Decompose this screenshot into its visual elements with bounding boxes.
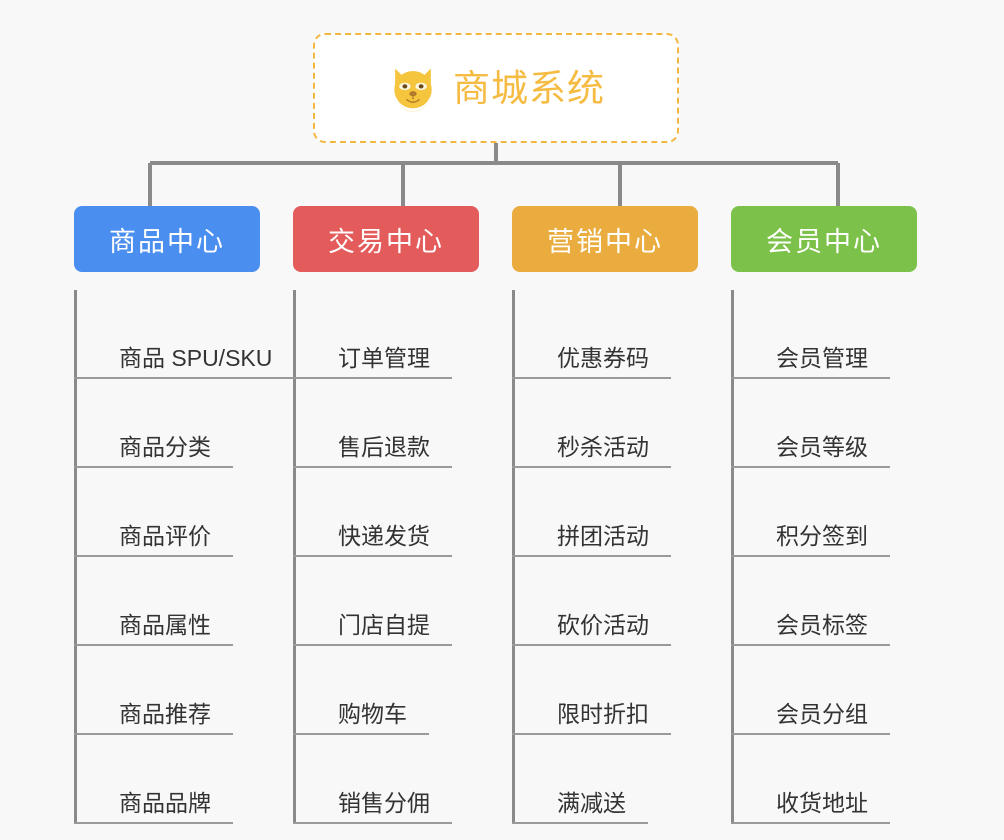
leaf-label: 积分签到 bbox=[776, 523, 868, 549]
branch-column-3: 营销中心 优惠券码 秒杀活动 拼团活动 砍价活动 限时折扣 bbox=[495, 206, 715, 824]
leaf-label: 订单管理 bbox=[338, 345, 430, 371]
leaf-item[interactable]: 拼团活动 bbox=[512, 468, 715, 557]
leaf-label: 销售分佣 bbox=[338, 790, 430, 816]
leaf-label: 秒杀活动 bbox=[557, 434, 649, 460]
category-header-4-label: 会员中心 bbox=[766, 226, 882, 257]
leaf-item[interactable]: 会员管理 bbox=[731, 290, 934, 379]
leaf-item[interactable]: 商品属性 bbox=[74, 557, 277, 646]
leaf-label: 商品品牌 bbox=[119, 790, 211, 816]
leaf-item[interactable]: 限时折扣 bbox=[512, 646, 715, 735]
root-node[interactable]: 商城系统 bbox=[313, 33, 679, 143]
leaf-item[interactable]: 购物车 bbox=[293, 646, 496, 735]
leaf-label: 售后退款 bbox=[338, 434, 430, 460]
leaf-list-4: 会员管理 会员等级 积分签到 会员标签 会员分组 收货地址 bbox=[731, 290, 934, 824]
leaf-label: 商品分类 bbox=[119, 434, 211, 460]
leaf-underline bbox=[731, 733, 890, 735]
category-header-3[interactable]: 营销中心 bbox=[512, 206, 698, 272]
leaf-label: 拼团活动 bbox=[557, 523, 649, 549]
leaf-underline bbox=[512, 466, 671, 468]
leaf-label: 限时折扣 bbox=[557, 701, 649, 727]
leaf-underline bbox=[74, 466, 233, 468]
leaf-item[interactable]: 积分签到 bbox=[731, 468, 934, 557]
branch-column-1: 商品中心 商品 SPU/SKU 商品分类 商品评价 商品属性 商品推荐 bbox=[57, 206, 294, 824]
leaf-label: 收货地址 bbox=[776, 790, 868, 816]
leaf-item[interactable]: 砍价活动 bbox=[512, 557, 715, 646]
root-title: 商城系统 bbox=[453, 67, 605, 109]
leaf-label: 商品 SPU/SKU bbox=[119, 345, 273, 371]
leaf-label: 会员等级 bbox=[776, 434, 868, 460]
leaf-label: 会员管理 bbox=[776, 345, 868, 371]
leaf-label: 商品推荐 bbox=[119, 701, 211, 727]
leaf-item[interactable]: 优惠券码 bbox=[512, 290, 715, 379]
leaf-list-3: 优惠券码 秒杀活动 拼团活动 砍价活动 限时折扣 满减送 bbox=[512, 290, 715, 824]
leaf-underline bbox=[512, 733, 671, 735]
branch-trunk-1 bbox=[74, 290, 77, 824]
leaf-item[interactable]: 门店自提 bbox=[293, 557, 496, 646]
category-header-2-label: 交易中心 bbox=[328, 226, 444, 257]
leaf-item[interactable]: 秒杀活动 bbox=[512, 379, 715, 468]
leaf-underline bbox=[293, 822, 452, 824]
leaf-item[interactable]: 商品分类 bbox=[74, 379, 277, 468]
leaf-underline bbox=[74, 377, 294, 379]
leaf-underline bbox=[512, 555, 671, 557]
shiba-dog-face-icon bbox=[394, 68, 432, 113]
leaf-underline bbox=[731, 644, 890, 646]
category-header-1[interactable]: 商品中心 bbox=[74, 206, 260, 272]
leaf-label: 商品评价 bbox=[119, 523, 211, 549]
leaf-label: 会员分组 bbox=[776, 701, 868, 727]
leaf-item[interactable]: 会员等级 bbox=[731, 379, 934, 468]
leaf-list-1: 商品 SPU/SKU 商品分类 商品评价 商品属性 商品推荐 商品品牌 bbox=[74, 290, 294, 824]
leaf-item[interactable]: 快递发货 bbox=[293, 468, 496, 557]
category-header-3-label: 营销中心 bbox=[547, 226, 663, 257]
leaf-item[interactable]: 销售分佣 bbox=[293, 735, 496, 824]
leaf-underline bbox=[731, 555, 890, 557]
leaf-label: 商品属性 bbox=[119, 612, 211, 638]
leaf-underline bbox=[512, 644, 671, 646]
leaf-label: 门店自提 bbox=[338, 612, 430, 638]
leaf-underline bbox=[74, 644, 233, 646]
leaf-underline bbox=[74, 733, 233, 735]
leaf-underline bbox=[74, 555, 233, 557]
leaf-item[interactable]: 会员分组 bbox=[731, 646, 934, 735]
branch-column-2: 交易中心 订单管理 售后退款 快递发货 门店自提 购物车 bbox=[276, 206, 496, 824]
leaf-underline bbox=[293, 377, 452, 379]
category-header-2[interactable]: 交易中心 bbox=[293, 206, 479, 272]
leaf-label: 购物车 bbox=[338, 701, 407, 727]
leaf-item[interactable]: 会员标签 bbox=[731, 557, 934, 646]
leaf-underline bbox=[512, 377, 671, 379]
category-header-1-label: 商品中心 bbox=[109, 226, 225, 257]
leaf-label: 优惠券码 bbox=[557, 345, 649, 371]
leaf-item[interactable]: 收货地址 bbox=[731, 735, 934, 824]
leaf-underline bbox=[731, 822, 890, 824]
leaf-list-2: 订单管理 售后退款 快递发货 门店自提 购物车 销售分佣 bbox=[293, 290, 496, 824]
leaf-label: 满减送 bbox=[557, 790, 626, 816]
leaf-item[interactable]: 商品推荐 bbox=[74, 646, 277, 735]
branch-trunk-2 bbox=[293, 290, 296, 824]
leaf-label: 会员标签 bbox=[776, 612, 868, 638]
leaf-item[interactable]: 商品 SPU/SKU bbox=[74, 290, 294, 379]
leaf-underline bbox=[293, 555, 452, 557]
leaf-item[interactable]: 售后退款 bbox=[293, 379, 496, 468]
leaf-underline bbox=[74, 822, 233, 824]
leaf-underline bbox=[293, 466, 452, 468]
branch-column-4: 会员中心 会员管理 会员等级 积分签到 会员标签 会员分组 bbox=[714, 206, 934, 824]
leaf-underline bbox=[293, 644, 452, 646]
leaf-label: 快递发货 bbox=[338, 523, 430, 549]
leaf-item[interactable]: 订单管理 bbox=[293, 290, 496, 379]
leaf-label: 砍价活动 bbox=[557, 612, 649, 638]
category-header-4[interactable]: 会员中心 bbox=[731, 206, 917, 272]
leaf-underline bbox=[293, 733, 429, 735]
leaf-underline bbox=[731, 466, 890, 468]
leaf-item[interactable]: 商品评价 bbox=[74, 468, 277, 557]
leaf-item[interactable]: 商品品牌 bbox=[74, 735, 277, 824]
branch-trunk-4 bbox=[731, 290, 734, 824]
branch-trunk-3 bbox=[512, 290, 515, 824]
leaf-underline bbox=[731, 377, 890, 379]
leaf-underline bbox=[512, 822, 648, 824]
leaf-item[interactable]: 满减送 bbox=[512, 735, 715, 824]
